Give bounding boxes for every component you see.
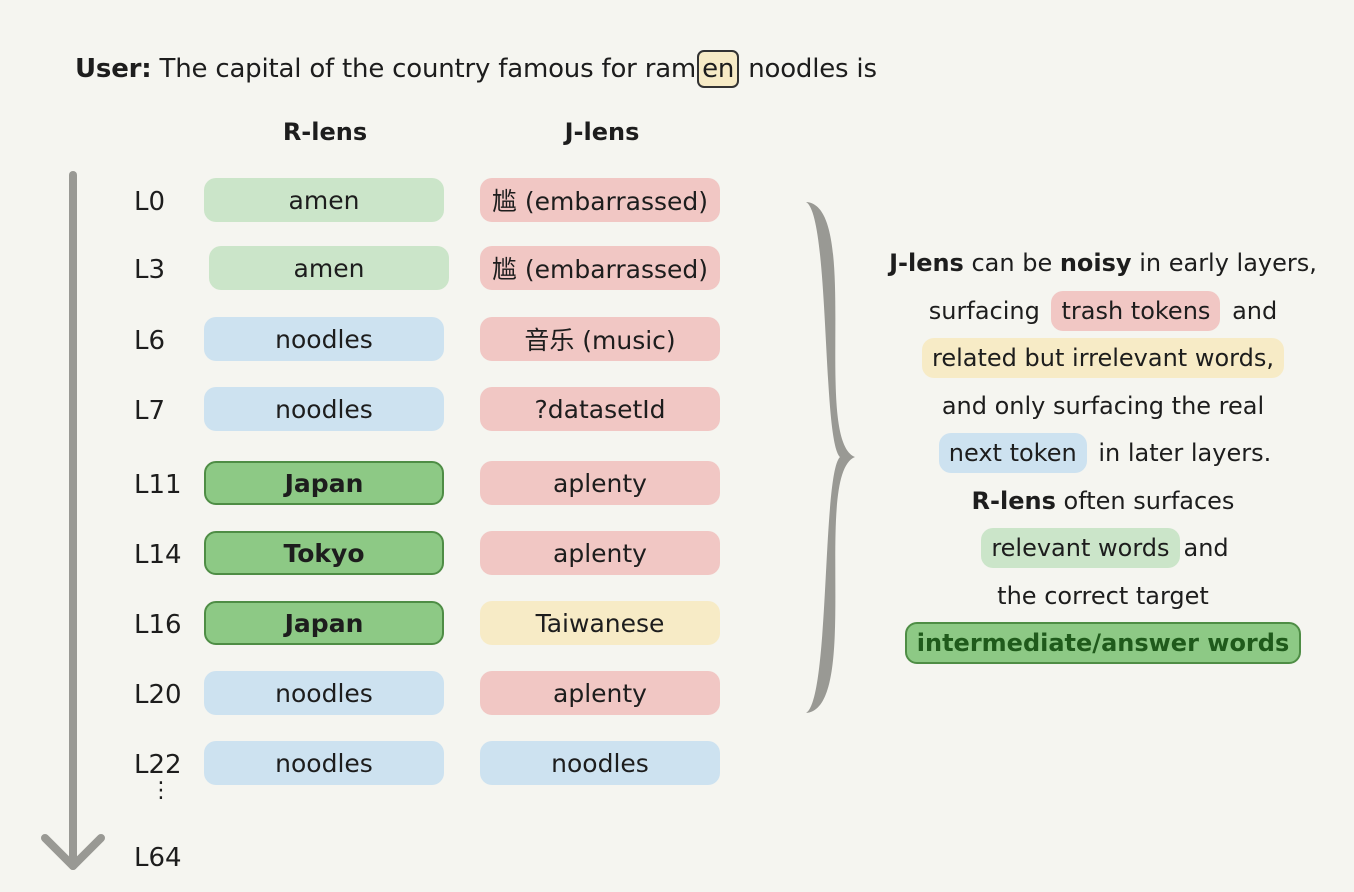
curly-brace — [806, 202, 855, 713]
layer-label: L7 — [134, 396, 166, 426]
explanation-text-span: can be — [963, 249, 1060, 277]
layer-depth-arrowhead — [41, 834, 105, 870]
prompt-after: noodles is — [740, 54, 877, 84]
r-lens-token: Japan — [204, 461, 444, 505]
prompt-highlight-token: en — [697, 50, 740, 88]
explanation-text-span: the correct target — [997, 581, 1209, 610]
explanation-text-span: and only surfacing the real — [941, 391, 1265, 420]
j-lens-token: aplenty — [480, 531, 720, 575]
r-lens-token: amen — [204, 178, 444, 222]
j-lens-term: J-lens — [889, 249, 964, 277]
j-lens-token: 尴 (embarrassed) — [480, 246, 720, 290]
explanation-text-span: and — [1183, 534, 1229, 562]
r-lens-token: amen — [209, 246, 449, 290]
r-lens-token: noodles — [204, 387, 444, 431]
layer-label: L16 — [134, 610, 182, 640]
next-token-chip: next token — [938, 433, 1087, 473]
r-lens-token: Japan — [204, 601, 444, 645]
layer-label: L0 — [134, 187, 166, 217]
explanation-line-5: next token in later layers. — [868, 430, 1338, 478]
layer-label: L6 — [134, 326, 166, 356]
r-lens-token: noodles — [204, 741, 444, 785]
explanation-line-9: intermediate/answer words — [868, 620, 1338, 668]
explanation-text-span: in later layers. — [1098, 439, 1272, 467]
j-lens-token: noodles — [480, 741, 720, 785]
layer-label: L22 — [134, 750, 182, 780]
explanation-line-3: related but irrelevant words, — [868, 335, 1338, 383]
layer-label-last: L64 — [134, 843, 182, 873]
explanation-text-span: in early layers, — [1131, 249, 1317, 277]
explanation-text: J-lens can be noisy in early layers, sur… — [868, 240, 1338, 668]
explanation-text-span: surfacing — [928, 296, 1040, 325]
layer-label: L3 — [134, 255, 166, 285]
explanation-line-6: R-lens often surfaces — [868, 478, 1338, 526]
related-words-chip: related but irrelevant words, — [922, 338, 1284, 378]
trash-tokens-chip: trash tokens — [1051, 290, 1221, 331]
noisy-term: noisy — [1059, 249, 1132, 277]
explanation-text-span: often surfaces — [1055, 486, 1235, 515]
r-lens-token: Tokyo — [204, 531, 444, 575]
j-lens-token: 音乐 (music) — [480, 317, 720, 361]
layer-label: L11 — [134, 470, 182, 500]
explanation-line-4: and only surfacing the real — [868, 383, 1338, 431]
answer-words-chip: intermediate/answer words — [904, 622, 1302, 664]
explanation-line-2: surfacing trash tokens and — [868, 288, 1338, 336]
relevant-words-chip: relevant words — [981, 528, 1180, 568]
r-lens-header: R-lens — [282, 118, 368, 146]
layer-label: L20 — [134, 680, 182, 710]
j-lens-token: ?datasetId — [480, 387, 720, 431]
explanation-text-span: and — [1232, 296, 1278, 325]
r-lens-term: R-lens — [971, 486, 1056, 515]
prompt-text: User: The capital of the country famous … — [75, 50, 877, 88]
j-lens-token: aplenty — [480, 461, 720, 505]
j-lens-token: Taiwanese — [480, 601, 720, 645]
explanation-line-8: the correct target — [868, 573, 1338, 621]
explanation-line-1: J-lens can be noisy in early layers, — [868, 240, 1338, 288]
prompt-before: The capital of the country famous for ra… — [159, 54, 697, 84]
j-lens-header: J-lens — [564, 118, 640, 146]
r-lens-token: noodles — [204, 671, 444, 715]
j-lens-token: 尴 (embarrassed) — [480, 178, 720, 222]
j-lens-token: aplenty — [480, 671, 720, 715]
r-lens-token: noodles — [204, 317, 444, 361]
layer-ellipsis: ⋮ — [150, 778, 172, 803]
prompt-speaker: User: — [75, 54, 152, 84]
layer-label: L14 — [134, 540, 182, 570]
